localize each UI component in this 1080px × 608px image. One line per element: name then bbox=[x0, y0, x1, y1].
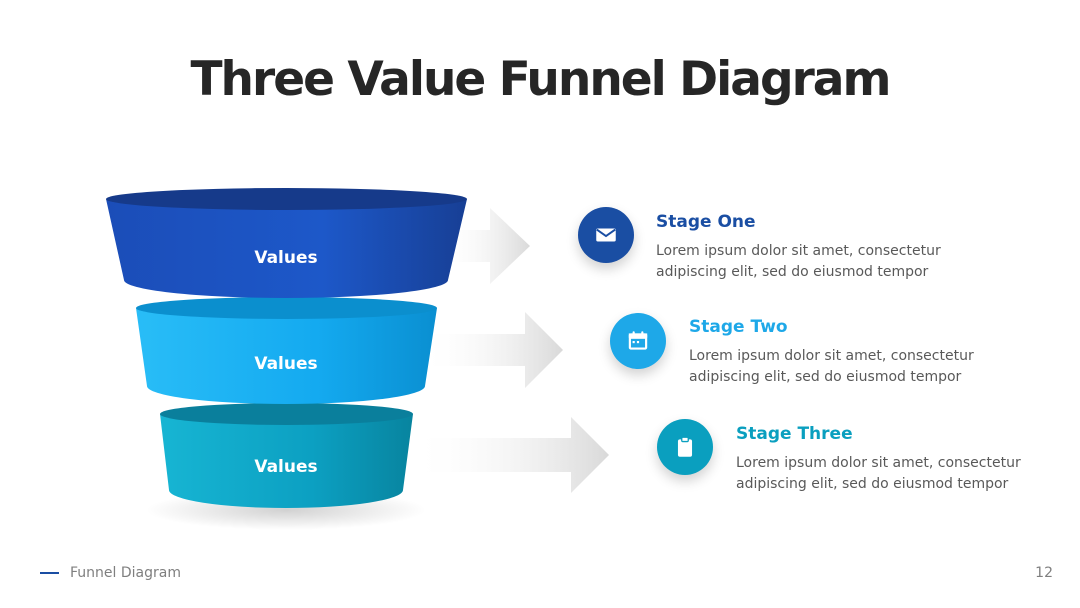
stage-one-desc-line-1: Lorem ipsum dolor sit amet, consectetur bbox=[656, 243, 941, 259]
funnel-tier-2-top bbox=[136, 297, 437, 319]
arrow-shape bbox=[440, 208, 530, 284]
stage-one-desc-line-2: adipiscing elit, sed do eiusmod tempor bbox=[656, 264, 929, 280]
calendar-icon bbox=[610, 313, 666, 369]
stage-two-desc-line-1: Lorem ipsum dolor sit amet, consectetur bbox=[689, 348, 974, 364]
stage-three-desc-line-1: Lorem ipsum dolor sit amet, consectetur bbox=[736, 455, 1021, 471]
funnel-tier-1-body bbox=[106, 199, 467, 298]
stage-two-desc: Lorem ipsum dolor sit amet, consectetur … bbox=[689, 346, 989, 388]
funnel-tier-3-label: Values bbox=[254, 457, 317, 477]
stage-three-title: Stage Three bbox=[736, 424, 853, 444]
footer-accent-line bbox=[40, 572, 59, 574]
page-number: 12 bbox=[1035, 565, 1053, 581]
envelope-icon bbox=[578, 207, 634, 263]
stage-two-title: Stage Two bbox=[689, 317, 788, 337]
stage-three-desc: Lorem ipsum dolor sit amet, consectetur … bbox=[736, 453, 1036, 495]
stage-one-title: Stage One bbox=[656, 212, 756, 232]
arrow-shape bbox=[420, 312, 563, 388]
funnel-tier-3-body bbox=[160, 414, 413, 508]
funnel-tier-1-label: Values bbox=[254, 248, 317, 268]
stage-three-desc-line-2: adipiscing elit, sed do eiusmod tempor bbox=[736, 476, 1009, 492]
stage-two-desc-line-2: adipiscing elit, sed do eiusmod tempor bbox=[689, 369, 962, 385]
funnel-tier-1-top bbox=[106, 188, 467, 210]
clipboard-icon bbox=[657, 419, 713, 475]
footer-label: Funnel Diagram bbox=[70, 565, 181, 581]
funnel-tier-2-body bbox=[136, 308, 437, 404]
arrow-shape bbox=[410, 417, 609, 493]
stage-one-desc: Lorem ipsum dolor sit amet, consectetur … bbox=[656, 241, 956, 283]
page-title: Three Value Funnel Diagram bbox=[190, 52, 892, 107]
funnel-tier-2-label: Values bbox=[254, 354, 317, 374]
funnel-tier-3-top bbox=[160, 403, 413, 425]
